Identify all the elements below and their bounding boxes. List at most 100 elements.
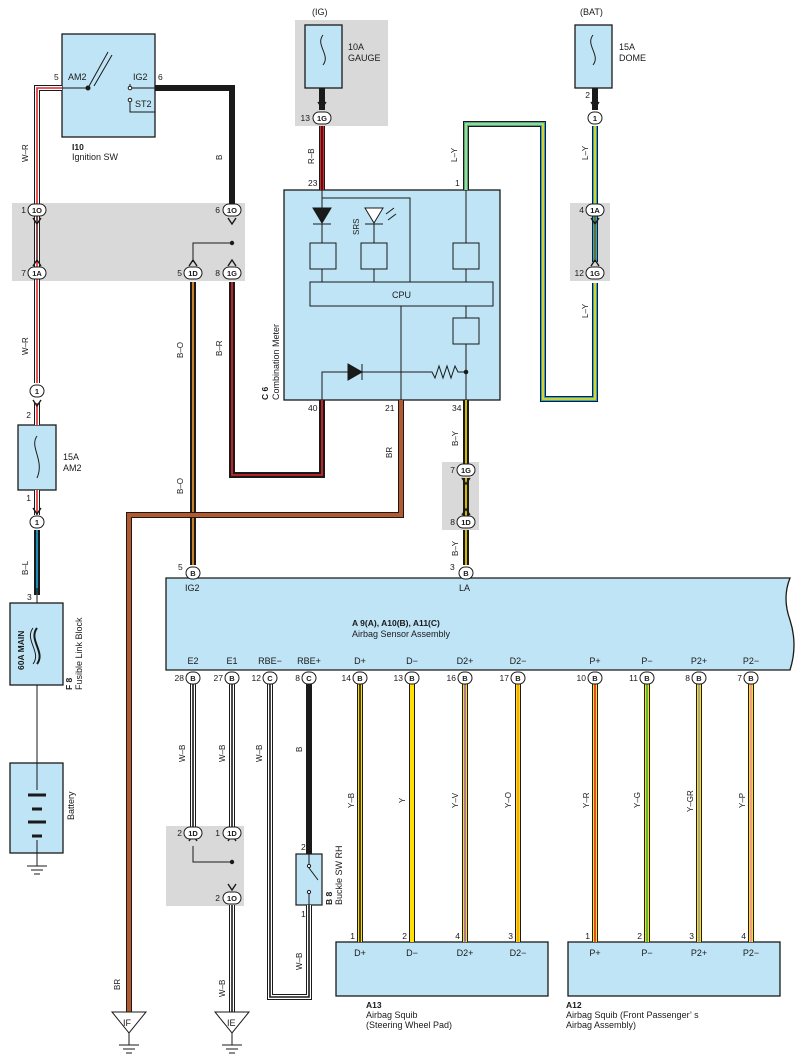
arrow-1o-left [32,217,42,226]
connector-sensor-bottom-2-shell [262,671,278,685]
squib-a12-label-0: P+ [589,948,600,958]
meter-driver-box-3 [452,242,480,270]
connector-sensor-bottom-4-label: B [357,674,363,683]
sensor-pin3: 3 [450,562,455,572]
connector-1g-gauge-shell [312,111,332,125]
srs-indicator-diode [364,207,384,224]
sensor-bottom-pin-11: 7 [737,673,742,683]
sensor-bottom-label-9: P− [641,656,652,666]
labels: (IG) 10A GAUGE (BAT) 15A DOME 15A AM2 AM… [16,7,759,1030]
connector-1d-e1-label: 1D [227,829,237,838]
fuse-am2-body [17,424,57,491]
fuse-dome-name: DOME [619,53,646,63]
connector-1o-left-shell [27,203,47,217]
squib-a12-label-2: P2+ [691,948,707,958]
connector-sensor-ig2-shell [185,566,201,580]
ignition-pin6: 6 [158,72,163,82]
fusible-link-pin3: 3 [27,592,32,602]
meter-driver-box-2 [360,242,388,270]
sensor-bottom-label-1: E1 [226,656,237,666]
fuse-gauge-top-label: (IG) [312,7,328,17]
junction-link-top [192,242,232,262]
wire-b-top-body [155,86,234,212]
wire-w-b-rbe-outline [267,684,312,1000]
squib-a13-pin-3: 3 [508,931,513,941]
connector-sensor-la: B [458,566,474,580]
ignition-pin5: 5 [54,72,59,82]
arrow-1d-mid [188,258,198,267]
connector-sensor-bottom-3-shell [301,671,317,685]
wire-b-r-stripe [231,282,323,476]
squib-a13-body [335,941,549,997]
connector-sensor-bottom-8-shell [587,671,603,685]
connector-sensor-la-label: B [463,569,469,578]
meter-power-bus [322,197,411,282]
connector-sensor-bottom-9: B [639,671,655,685]
wire-label-y-b: Y–B [347,793,356,808]
arrow-am2-bot [32,507,42,516]
pin-1-left: 1 [21,205,26,215]
squib-a12-pin-0: 1 [585,931,590,941]
fuse-gauge-element [320,34,326,66]
squib-a13-pin-1: 2 [402,931,407,941]
connector-sensor-bottom-8-label: B [592,674,598,683]
meter-name: Combination Meter [271,324,281,400]
ground-ie-label: IE [227,1018,236,1028]
meter-pin34: 34 [452,403,462,413]
wire-label-r-b: R–B [307,148,316,164]
buckle-contact-bottom [306,889,312,895]
wire-b-top-outline [155,85,235,212]
srs-label: SRS [352,219,361,235]
wire-label-y-v: Y–V [451,792,460,808]
meter-pin1: 1 [455,178,460,188]
connector-1g-la-label: 1G [461,466,471,475]
sensor-bottom-label-8: P+ [589,656,600,666]
pin-5-mid: 5 [177,268,182,278]
pin-4-dome: 4 [579,205,584,215]
connector-1-am2-bot-shell [29,515,45,529]
wire-b-r [229,282,325,478]
squib-a13-label-3: D2− [510,948,527,958]
connector-sensor-bottom-0-shell [185,671,201,685]
ignition-ig2-contact [127,85,133,91]
wire-label-y: Y [398,797,407,803]
connector-1-am2-bot-label: 1 [35,518,39,527]
squib-a13-pin-0: 1 [350,931,355,941]
pin-1-am2: 1 [26,493,31,503]
junction-link-bottom [192,846,232,863]
squib-a13-label-1: D− [406,948,418,958]
arrow-am2-top [32,399,42,408]
fuse-gauge-name: GAUGE [348,53,381,63]
wire-label-l-y-3: L–Y [581,303,590,318]
meter-driver-box-4 [452,317,480,345]
connector-1-am2-top-label: 1 [35,387,39,396]
squib-a13-label-0: D+ [354,948,366,958]
connector-1o-mid: 1O [222,203,242,217]
arrow-1g-mid [227,258,237,267]
sensor-bottom-pin-5: 13 [394,673,404,683]
sensor-bottom-label-4: D+ [354,656,366,666]
buckle-name: Buckle SW RH [334,845,344,905]
connector-1d-la-shell [456,515,476,529]
wire-w-b-rbe-body [268,684,311,999]
airbag-sensor-body [165,577,795,671]
meter-code: C 6 [260,387,270,401]
sensor-bottom-pin-0: 28 [175,673,185,683]
connector-sensor-bottom-11-label: B [748,674,754,683]
connector-1a-left-label: 1A [32,269,42,278]
junction-node-bottom [229,859,235,865]
sensor-bottom-pin-1: 27 [214,673,224,683]
connector-1g-la: 1G [456,463,476,477]
sensor-bottom-label-6: D2+ [457,656,474,666]
srs-light-ray-1 [385,207,395,215]
wire-label-w-b-1: W–B [178,745,187,762]
squib-a12-pin-1: 2 [637,931,642,941]
connector-sensor-bottom-4: B [352,671,368,685]
connector-sensor-bottom-1-label: B [229,674,235,683]
wire-label-l-y-1: L–Y [450,147,459,162]
buckle-pin2: 2 [301,842,306,852]
wire-label-br-1: BR [385,447,394,458]
connector-sensor-bottom-5-shell [404,671,420,685]
